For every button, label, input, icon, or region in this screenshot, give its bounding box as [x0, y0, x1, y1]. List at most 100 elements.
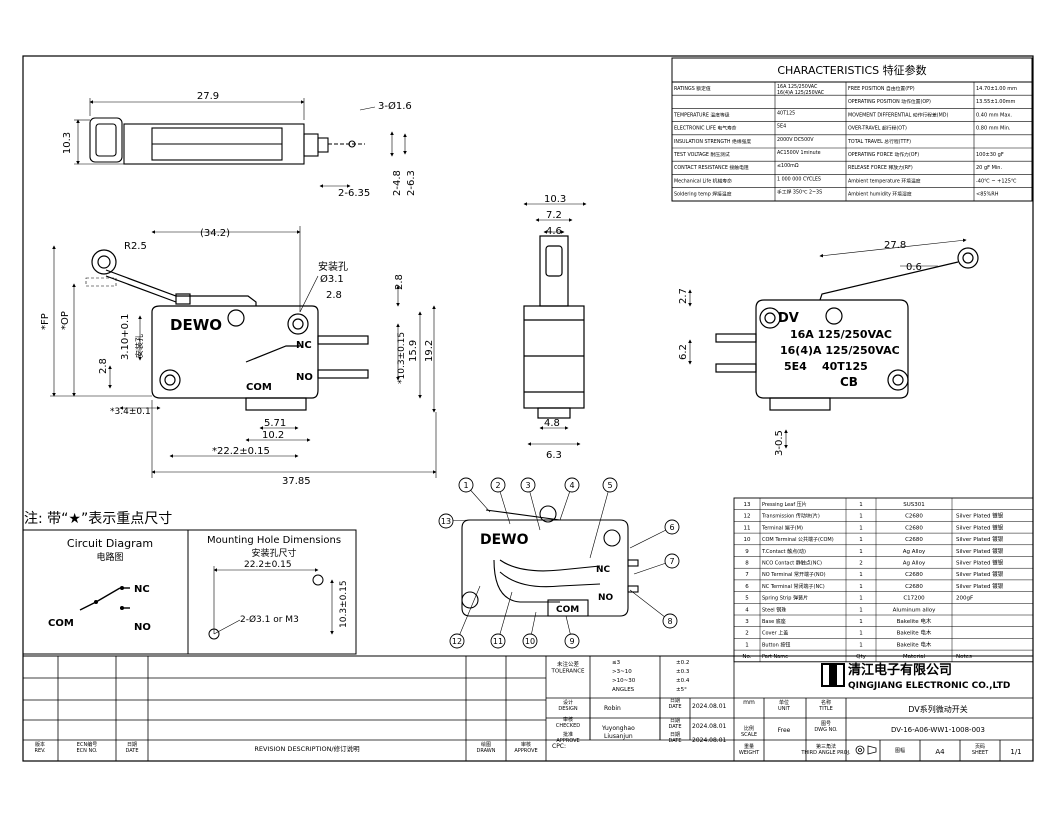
- balloon-leader: [629, 526, 673, 549]
- bom-no: 3: [745, 619, 749, 625]
- approval-label: APPROVE: [514, 748, 537, 754]
- bom-material: C2680: [905, 525, 923, 531]
- right-marking-line2: 16(4)A 125/250VAC: [780, 344, 900, 357]
- bom-notes: Silver Plated 镀银: [956, 512, 1004, 520]
- balloon-circle: [438, 513, 454, 529]
- bom-part-name: Base 底座: [762, 618, 786, 625]
- right-view: [688, 238, 979, 449]
- circuit-title: Circuit Diagram: [67, 537, 153, 550]
- char-param-name: Soldering temp 焊接温度: [674, 191, 732, 198]
- circuit-subtitle: 电路图: [96, 551, 123, 563]
- balloon-number: 12: [452, 637, 462, 646]
- bom-notes: Silver Plated 镀银: [956, 559, 1004, 567]
- drawn-label: DRAWN: [477, 748, 496, 754]
- circuit-com: COM: [48, 618, 74, 629]
- weight-label: 重量: [744, 743, 754, 750]
- bom-notes: Notes: [956, 654, 972, 660]
- balloon-number: 6: [669, 523, 674, 532]
- bom-material: C2680: [905, 584, 923, 590]
- size-value: A4: [935, 748, 945, 756]
- dim-mount-hole-label: 安装孔: [318, 260, 348, 273]
- characteristics-title: CHARACTERISTICS 特征参数: [777, 63, 926, 77]
- balloon-leader: [527, 484, 541, 531]
- tolerance-label: 未注公差: [557, 660, 580, 668]
- balloon-number: 2: [495, 481, 500, 490]
- rev-label: 版本: [35, 741, 45, 748]
- bom-no: 8: [745, 561, 749, 567]
- balloon-leader: [629, 589, 671, 622]
- date-label: 日期: [670, 718, 680, 724]
- dim-15-9: 15.9: [408, 340, 419, 362]
- bom-qty: 1: [859, 596, 863, 602]
- bom-no: 13: [744, 502, 751, 508]
- exploded-assembly: [461, 505, 639, 617]
- dim-right-27-8: 27.8: [884, 240, 906, 251]
- bom-part-name: Cover 上盖: [762, 630, 788, 637]
- char-param-name-2: MOVEMENT DIFFERENTIAL 动作行程差(MD): [848, 111, 948, 118]
- switch-brand: DEWO: [170, 316, 222, 334]
- bom-qty: 1: [859, 514, 863, 520]
- unit-label: 单位: [779, 699, 789, 706]
- tolerance-range: ≤3: [612, 660, 621, 666]
- sheet-label: 页码: [975, 743, 985, 750]
- char-param-value: 1 000 000 CYCLES: [777, 176, 821, 182]
- design-label: 设计: [563, 699, 573, 706]
- brand-circle-mark: [227, 309, 245, 327]
- bom-material: Bakelite 电木: [897, 629, 932, 637]
- dim-hole-1-6: 3-Ø1.6: [378, 100, 412, 112]
- circuit-no: NO: [134, 622, 151, 633]
- char-param-value: AC1500V 1minute: [777, 150, 821, 156]
- balloon-circle: [449, 633, 465, 649]
- bom-no: 1: [745, 642, 749, 648]
- balloon-number: 1: [463, 481, 468, 490]
- bom-part-name: T.Contact 触点(动): [761, 548, 806, 555]
- char-param-value: 手工焊 350℃ 2~3S: [777, 189, 822, 196]
- char-param-name-2: OPERATING FORCE 动作力(OF): [848, 151, 919, 158]
- char-param-value: 2000V DC500V: [777, 137, 814, 143]
- char-param-value-2: 100±30 gF: [976, 152, 1004, 158]
- balloon-circle: [602, 477, 618, 493]
- balloon-number: 13: [441, 517, 451, 526]
- scale-label: SCALE: [741, 732, 757, 738]
- title-label: TITLE: [818, 706, 833, 712]
- balloon-number: 8: [667, 617, 672, 626]
- char-param-name: INSULATION STRENGTH 绝缘强度: [674, 138, 751, 145]
- scale-label: 比例: [744, 725, 754, 732]
- char-param-value-2: <85%RH: [976, 192, 999, 198]
- sheet-label: SHEET: [972, 750, 989, 756]
- tolerance-range: >3~10: [612, 669, 632, 675]
- bom-part-name: Spring Strip 弹簧片: [762, 595, 808, 602]
- dim-2-8-right: 2.8: [394, 274, 405, 290]
- design-label: DESIGN: [558, 706, 578, 712]
- dim-6-3: 2-6.3: [406, 170, 417, 196]
- char-param-value: ≤100mΩ: [777, 163, 799, 169]
- date-value: 2024.08.01: [692, 703, 727, 710]
- bom-part-name: Pressing Leaf 压片: [762, 501, 807, 508]
- dim-side-6-3: 6.3: [546, 450, 562, 461]
- dim-10-2: 10.2: [262, 430, 284, 441]
- balloon-circle: [564, 633, 580, 649]
- mounting-d1: 22.2±0.15: [244, 560, 292, 570]
- char-param-value-2: 20 gF Min.: [976, 165, 1002, 171]
- right-marking-line5: CB: [840, 375, 858, 389]
- bom-notes: Silver Plated 镀银: [956, 523, 1004, 531]
- dim-side-4-8: 4.8: [544, 418, 560, 429]
- dim-mount-hole-label-side: 安装孔: [134, 334, 144, 358]
- bom-part-name: Steel 钢珠: [762, 606, 786, 613]
- right-marking-line4: 40T125: [822, 360, 868, 373]
- bom-qty: 1: [859, 537, 863, 543]
- exploded-nc: NC: [596, 565, 611, 575]
- date-label: DATE: [668, 704, 681, 710]
- char-param-name-2: TOTAL TRAVEL 总行程(TTF): [847, 138, 911, 145]
- bom-material: C17200: [903, 596, 925, 602]
- drawing-title: DV系列微动开关: [908, 704, 968, 714]
- dim-right-6-2: 6.2: [678, 344, 689, 360]
- top-view-dimensions: 27.9 10.3 3-Ø1.6 2-6.35 2-4.8 2-6.3: [62, 91, 417, 199]
- rev-label: REV.: [35, 748, 46, 754]
- bom-material: Ag Alloy: [903, 561, 926, 567]
- side-view-labels: 10.3 7.2 4.6 4.8 6.3: [544, 194, 566, 461]
- bom-material: Bakelite 电木: [897, 617, 932, 625]
- mounting-d2: 10.3±0.15: [339, 580, 349, 628]
